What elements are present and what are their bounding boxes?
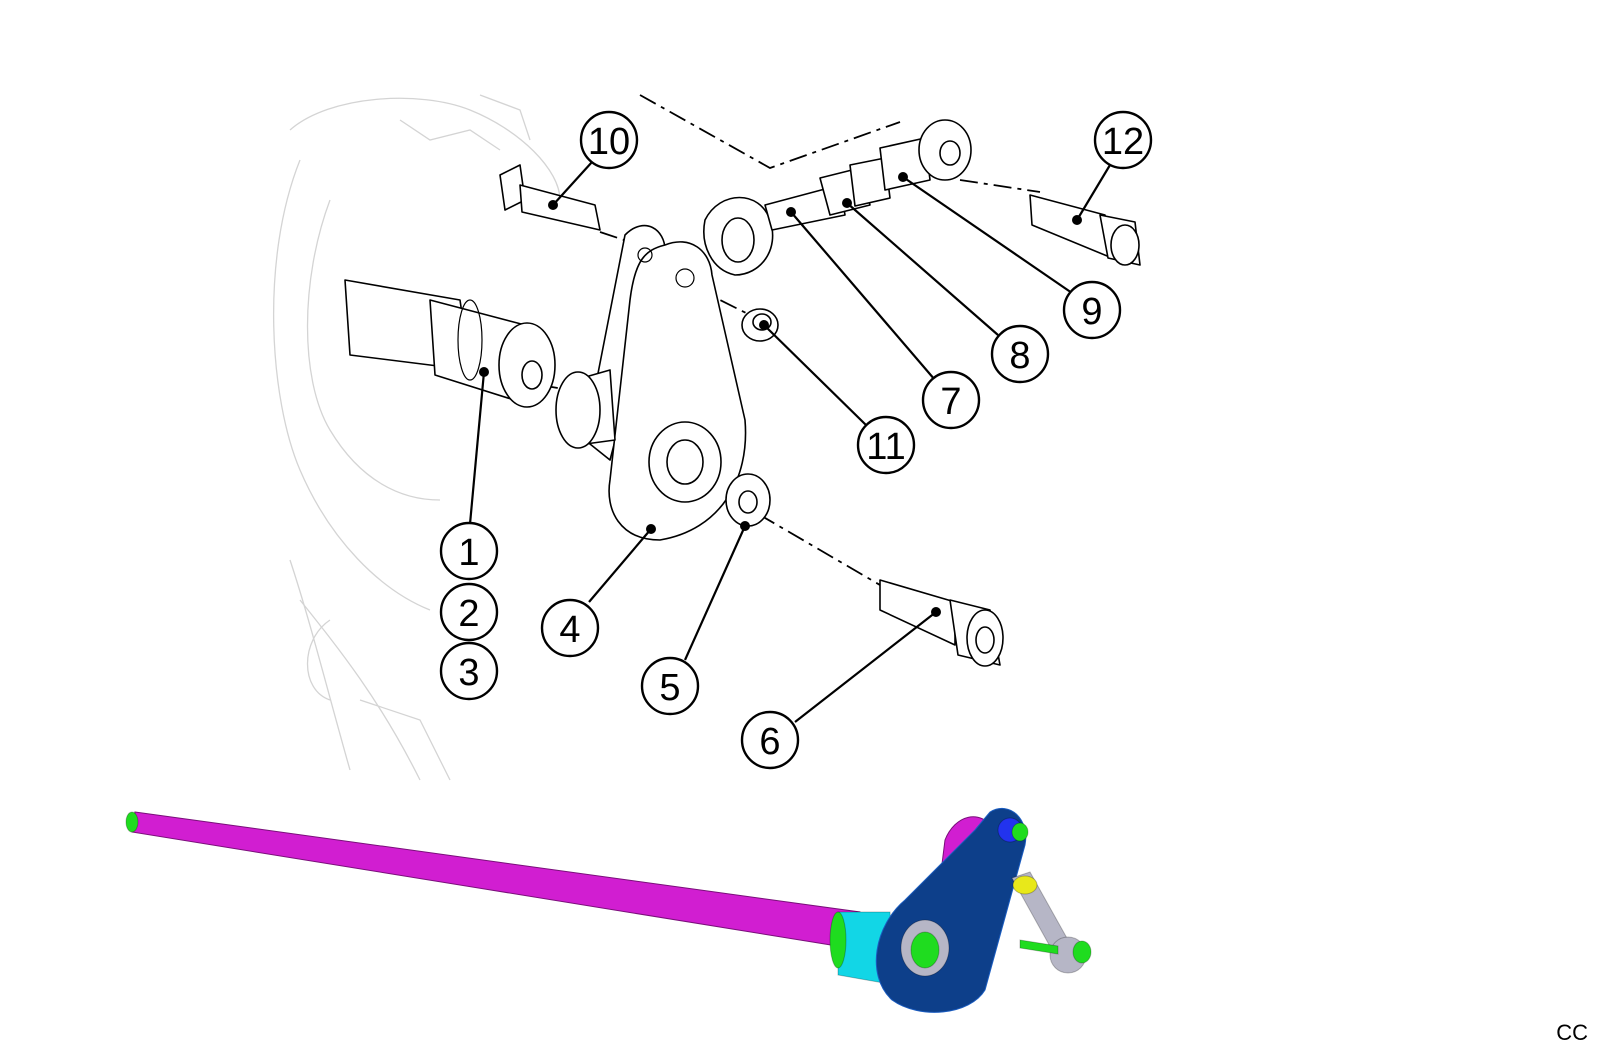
callout-8-label: 8	[1009, 335, 1030, 377]
washer-part-5	[725, 473, 771, 527]
pivot-bolt	[910, 931, 940, 969]
callout-2: 2	[439, 582, 499, 642]
callout-6: 6	[740, 710, 800, 770]
cap-screw-part-12	[1029, 194, 1141, 266]
callout-3: 3	[439, 641, 499, 701]
callout-9-label: 9	[1081, 291, 1102, 333]
callout-5-label: 5	[659, 667, 680, 709]
callout-11: 11	[856, 415, 916, 475]
callout-7-label: 7	[940, 381, 961, 423]
callout-11-label: 11	[866, 426, 905, 468]
callout-4-label: 4	[559, 609, 580, 651]
lever-plate-part-4	[555, 196, 774, 541]
background-housing-ghost	[272, 94, 561, 781]
colored-assembly-preview	[125, 807, 1092, 1013]
bushing-ring	[829, 911, 847, 969]
callout-1: 1	[439, 521, 499, 581]
callout-8: 8	[990, 324, 1050, 384]
callout-10: 10	[579, 110, 639, 170]
cap-screw-part-6	[879, 579, 1004, 667]
callout-10-label: 10	[588, 121, 630, 163]
callout-2-label: 2	[458, 593, 479, 635]
link-rod-nut	[1012, 875, 1038, 895]
upper-bolt	[1011, 822, 1029, 842]
hex-bolt-part-10	[499, 164, 601, 231]
callout-1-label: 1	[458, 532, 479, 574]
rod-end-stud	[1019, 939, 1059, 955]
rod-end-bolt	[1072, 940, 1092, 964]
callout-5: 5	[640, 656, 700, 716]
callout-12-label: 12	[1102, 121, 1144, 163]
callout-9: 9	[1062, 280, 1122, 340]
callout-3-label: 3	[458, 652, 479, 694]
corner-label: CC	[1556, 1020, 1588, 1045]
callout-6-label: 6	[759, 721, 780, 763]
callout-leaders	[468, 161, 1111, 723]
link-rod-part-7-8-9	[764, 119, 972, 231]
bushing-assembly-part-1-3	[344, 279, 556, 408]
shaft-rod	[131, 811, 863, 951]
shaft-end-cap	[125, 811, 139, 833]
callout-12: 12	[1093, 110, 1153, 170]
callout-7: 7	[921, 370, 981, 430]
callout-4: 4	[540, 598, 600, 658]
